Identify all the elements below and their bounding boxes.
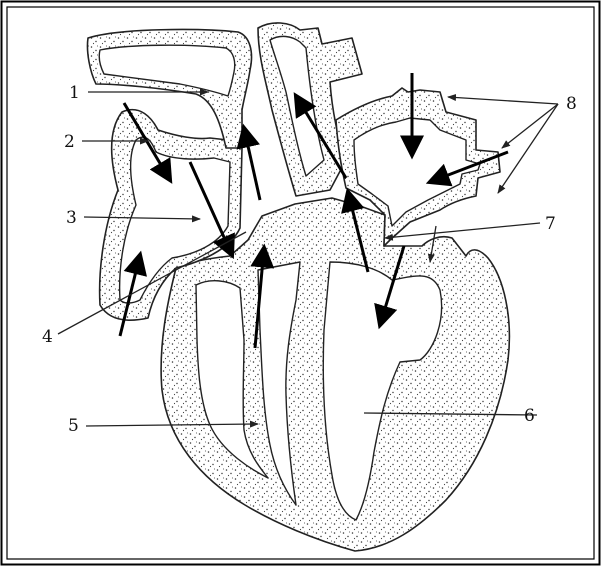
- label-8: 8: [566, 94, 577, 114]
- label-4: 4: [42, 327, 53, 347]
- label-6: 6: [524, 406, 535, 426]
- label-1: 1: [69, 83, 80, 103]
- label-5: 5: [68, 416, 79, 436]
- label-2: 2: [64, 132, 75, 152]
- label-7: 7: [545, 214, 556, 234]
- label-3: 3: [66, 208, 77, 228]
